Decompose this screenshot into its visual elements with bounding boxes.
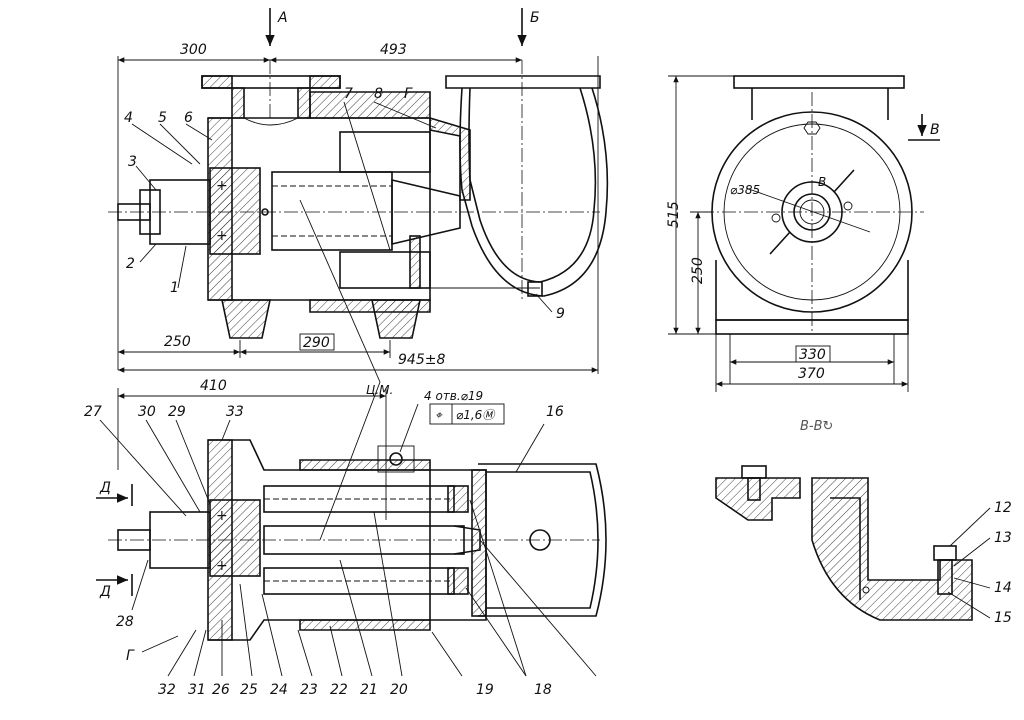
callout-5: 5	[158, 110, 167, 126]
marker-v-circle: В	[818, 175, 826, 189]
marker-d-bottom: Д	[99, 584, 111, 600]
svg-text:+: +	[216, 178, 228, 194]
callout-33: 33	[226, 404, 244, 420]
dim-290: 290	[303, 335, 330, 351]
callout-23: 23	[300, 682, 318, 698]
callout-1: 1	[170, 280, 179, 296]
callout-7: 7	[344, 86, 353, 102]
callout-18: 18	[534, 682, 552, 698]
svg-text:+: +	[216, 228, 228, 244]
callout-19: 19	[476, 682, 494, 698]
callout-2: 2	[126, 256, 135, 272]
callout-9: 9	[556, 306, 565, 322]
callout-26: 26	[212, 682, 230, 698]
callout-13: 13	[994, 530, 1012, 546]
callout-12: 12	[994, 500, 1012, 516]
marker-g-bottom: Г	[126, 648, 135, 664]
dim-370: 370	[798, 366, 825, 382]
holes-note: 4 отв.⌀19	[424, 389, 483, 403]
section-vv-title: В-В↻	[800, 419, 833, 434]
callout-28: 28	[116, 614, 134, 630]
callout-6: 6	[184, 110, 193, 126]
marker-g-top: Г	[404, 86, 413, 102]
callouts-detail: 12 13 14 15	[947, 500, 1012, 626]
callout-29: 29	[168, 404, 186, 420]
callout-25: 25	[240, 682, 258, 698]
callout-3: 3	[128, 154, 137, 170]
callout-30: 30	[138, 404, 156, 420]
section-marker-a: А	[277, 10, 288, 26]
tolerance-value: ⌀1,6Ⓜ	[456, 408, 496, 422]
callout-31: 31	[188, 682, 206, 698]
callout-8: 8	[374, 86, 383, 102]
callout-24: 24	[270, 682, 288, 698]
callouts-front: 4 5 6 3 2 1 7 8 Г 9	[124, 86, 565, 322]
callout-32: 32	[158, 682, 176, 698]
dim-250-bottom: 250	[164, 334, 191, 350]
callout-15: 15	[994, 610, 1012, 626]
callout-27: 27	[84, 404, 102, 420]
callout-14: 14	[994, 580, 1012, 596]
section-marker-b: Б	[530, 10, 540, 26]
callout-20: 20	[390, 682, 408, 698]
callout-4: 4	[124, 110, 133, 126]
front-section-view: 300 493 А Б	[108, 8, 609, 541]
tolerance-symbol: ⌖	[435, 408, 443, 422]
svg-text:+: +	[216, 508, 228, 524]
section-marker-v: В	[930, 122, 940, 138]
dim-330: 330	[799, 347, 826, 363]
callout-16: 16	[546, 404, 564, 420]
end-view: ⌀385 В В 515 250 330 370	[666, 75, 940, 392]
bolt-circle-label: ⌀385	[730, 183, 760, 197]
dim-945: 945±8	[398, 352, 445, 368]
dim-493: 493	[380, 42, 407, 58]
svg-text:+: +	[216, 558, 228, 574]
plan-section-view: 410 Д Д + +	[84, 378, 607, 698]
dim-410: 410	[200, 378, 227, 394]
section-vv-detail: В-В↻ 12 13 14 15	[715, 419, 1012, 626]
callout-21: 21	[360, 682, 378, 698]
dim-515: 515	[666, 201, 682, 228]
center-of-mass-label: Ц.М.	[366, 383, 393, 397]
marker-d-top: Д	[99, 480, 111, 496]
dim-250-end: 250	[690, 257, 706, 284]
dim-300: 300	[180, 42, 207, 58]
callout-22: 22	[330, 682, 348, 698]
callouts-plan: 27 30 29 33 16 28 Г 32 31 26 25 24 23	[84, 404, 597, 698]
